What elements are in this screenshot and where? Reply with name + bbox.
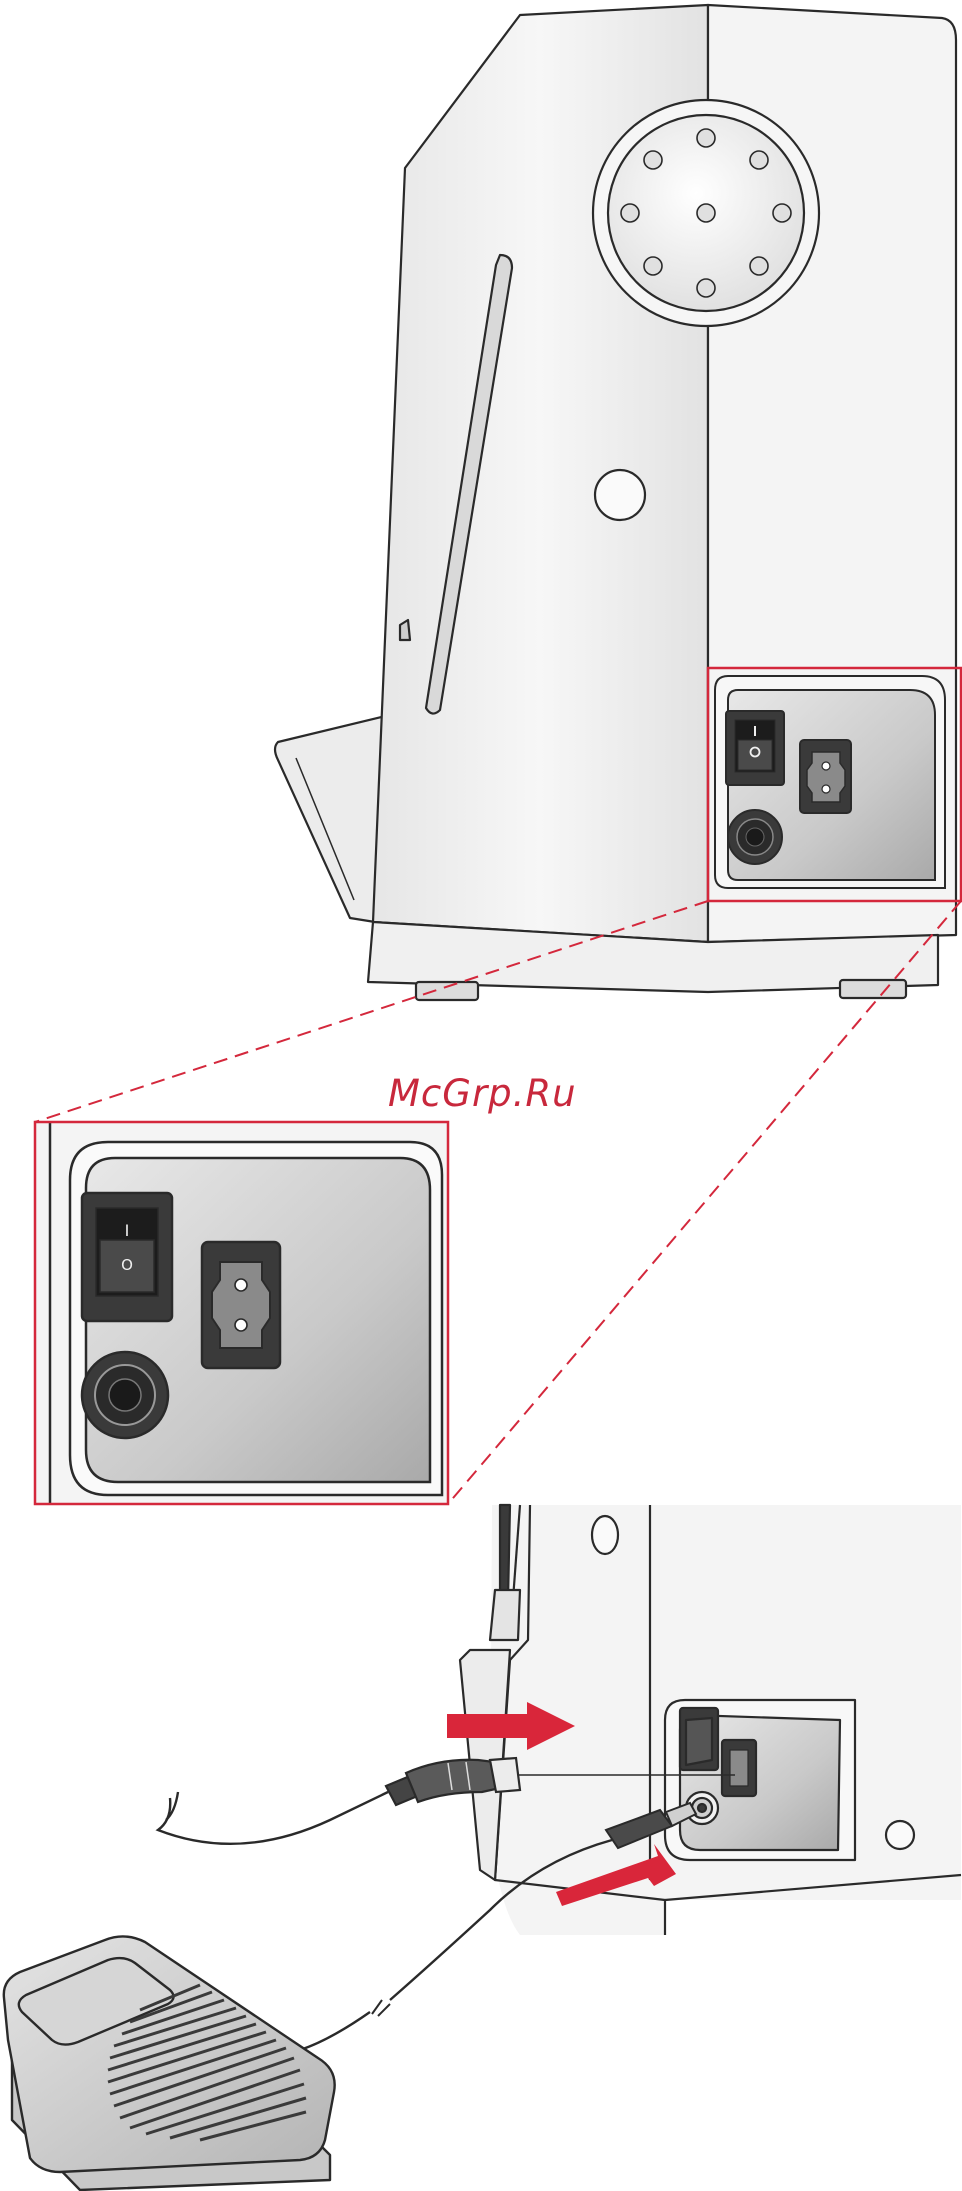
switch-off-symbol: O	[121, 1256, 133, 1274]
side-knob	[400, 620, 410, 640]
foot-control-pedal-icon	[4, 1936, 335, 2190]
foot-left	[416, 982, 478, 1000]
side-hole	[595, 470, 645, 520]
power-socket-icon	[202, 1242, 280, 1368]
power-cord	[158, 1792, 388, 1844]
power-socket-icon	[722, 1740, 756, 1796]
power-switch-icon: I O	[82, 1193, 172, 1321]
handwheel-icon	[593, 100, 819, 326]
switch-on-symbol: I	[125, 1221, 130, 1240]
foot-right	[840, 980, 906, 998]
zoomed-socket-panel: I O	[35, 1122, 448, 1504]
power-socket-icon	[800, 740, 851, 813]
foot-control-socket-icon	[82, 1352, 168, 1438]
power-switch-icon	[726, 711, 784, 785]
watermark-text: McGrp.Ru	[388, 1072, 577, 1115]
foot-control-socket-icon	[728, 810, 782, 864]
power-switch-icon	[680, 1708, 718, 1770]
socket-panel-small	[715, 676, 945, 888]
